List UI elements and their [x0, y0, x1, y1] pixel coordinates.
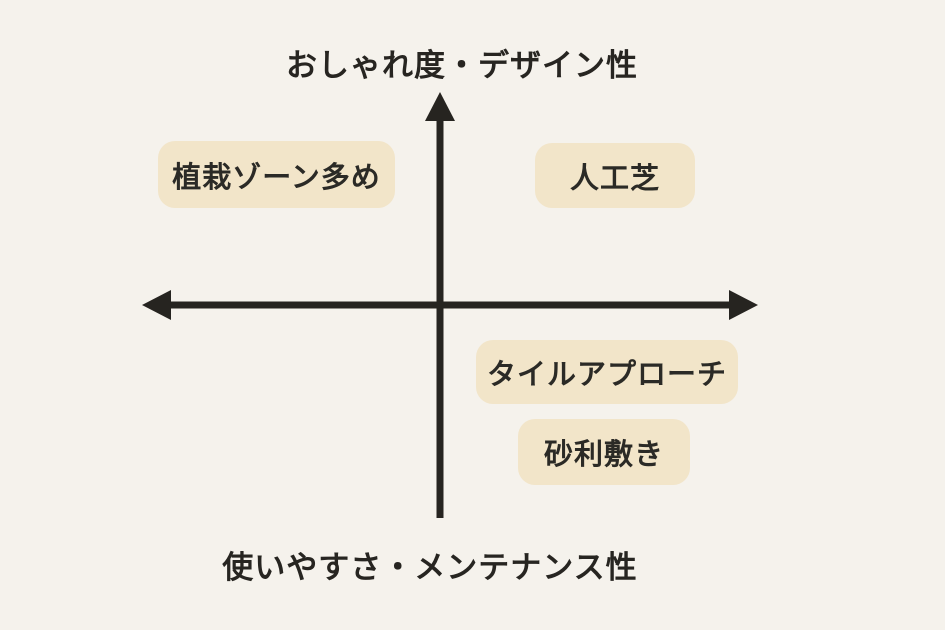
item-box-gravel: 砂利敷き	[518, 419, 690, 485]
item-box-tile-approach: タイルアプローチ	[476, 340, 738, 404]
vertical-axis-top-label: おしゃれ度・デザイン性	[286, 48, 638, 84]
item-box-artificial-turf: 人工芝	[535, 143, 695, 208]
item-box-planting-zone: 植栽ゾーン多め	[158, 141, 395, 208]
right-arrow-icon	[729, 290, 758, 320]
left-arrow-icon	[142, 290, 171, 320]
vertical-axis-bottom-label: 使いやすさ・メンテナンス性	[222, 550, 638, 586]
up-arrow-icon	[425, 92, 455, 121]
